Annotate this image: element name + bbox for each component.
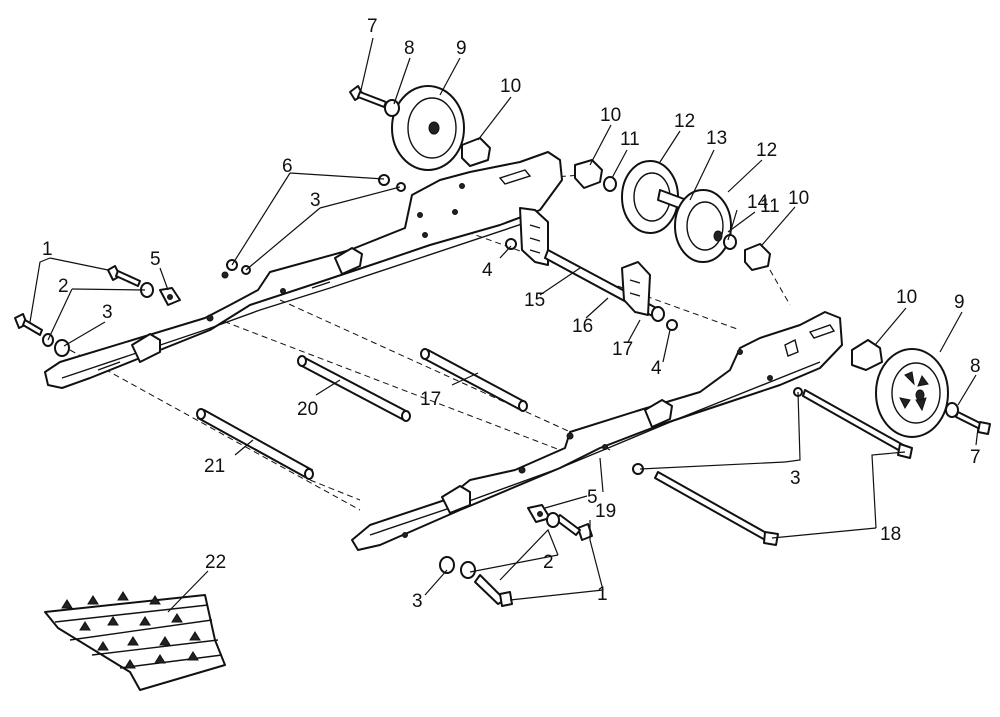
callout-3-lower: 3 <box>412 591 423 612</box>
left-side-rail <box>44 151 563 389</box>
callout-9-rear: 9 <box>954 292 965 313</box>
cross-shaft-20 <box>297 355 411 422</box>
long-bolt-lower <box>654 471 779 546</box>
callout-9-upper: 9 <box>456 38 467 59</box>
callout-18: 18 <box>880 524 901 545</box>
callout-17-upper: 17 <box>612 339 633 360</box>
center-wheel-pair <box>574 159 771 271</box>
callout-14: 14 <box>747 192 769 213</box>
callout-3-rear-rail: 3 <box>790 468 801 489</box>
upper-left-idler-wheel <box>349 85 491 171</box>
callout-3-upper-rail: 3 <box>310 190 321 211</box>
callout-10-rear: 10 <box>896 287 917 308</box>
callout-2-upper: 2 <box>58 276 69 297</box>
callout-1-lower: 1 <box>597 584 608 605</box>
callout-17-lower: 17 <box>420 389 441 410</box>
callout-5-lower: 5 <box>587 487 598 508</box>
callout-11-right: 11 <box>760 196 780 217</box>
callout-4-lower: 4 <box>651 358 662 379</box>
callout-8-upper: 8 <box>404 38 415 59</box>
callout-10-upper-left: 10 <box>500 76 521 97</box>
callout-8-rear: 8 <box>970 356 981 377</box>
callout-labels: 1 2 3 5 6 3 7 8 9 10 10 11 12 13 12 14 1… <box>42 16 981 612</box>
callout-12-left: 12 <box>674 111 695 132</box>
callout-21: 21 <box>204 456 225 477</box>
callout-20: 20 <box>297 399 318 420</box>
rear-right-idler-wheel <box>851 339 991 438</box>
callout-15: 15 <box>524 290 545 311</box>
callout-16: 16 <box>572 316 593 337</box>
track-clip <box>44 591 226 691</box>
callout-19: 19 <box>595 501 616 522</box>
callout-10-center-right: 10 <box>788 188 809 209</box>
callout-2-lower: 2 <box>543 552 554 573</box>
callout-13: 13 <box>706 128 727 149</box>
callout-7-upper: 7 <box>367 16 378 37</box>
callout-7-rear: 7 <box>970 447 981 468</box>
callout-5-upper: 5 <box>150 249 161 270</box>
callout-12-right: 12 <box>756 140 777 161</box>
callout-3-upper-left: 3 <box>102 302 113 323</box>
cross-shaft-21 <box>196 408 314 480</box>
hardware-right-rear <box>439 319 803 607</box>
callout-4-upper: 4 <box>482 260 493 281</box>
cross-shaft-17 <box>420 348 528 412</box>
callout-1-upper: 1 <box>42 239 53 260</box>
leader-lines <box>29 37 979 613</box>
callout-11-left: 11 <box>620 129 640 150</box>
callout-22: 22 <box>205 552 226 573</box>
callout-10-center-left: 10 <box>600 105 621 126</box>
right-side-rail <box>351 311 843 551</box>
long-bolt-upper <box>802 389 913 459</box>
axle-assembly <box>519 207 665 322</box>
callout-6: 6 <box>282 156 293 177</box>
